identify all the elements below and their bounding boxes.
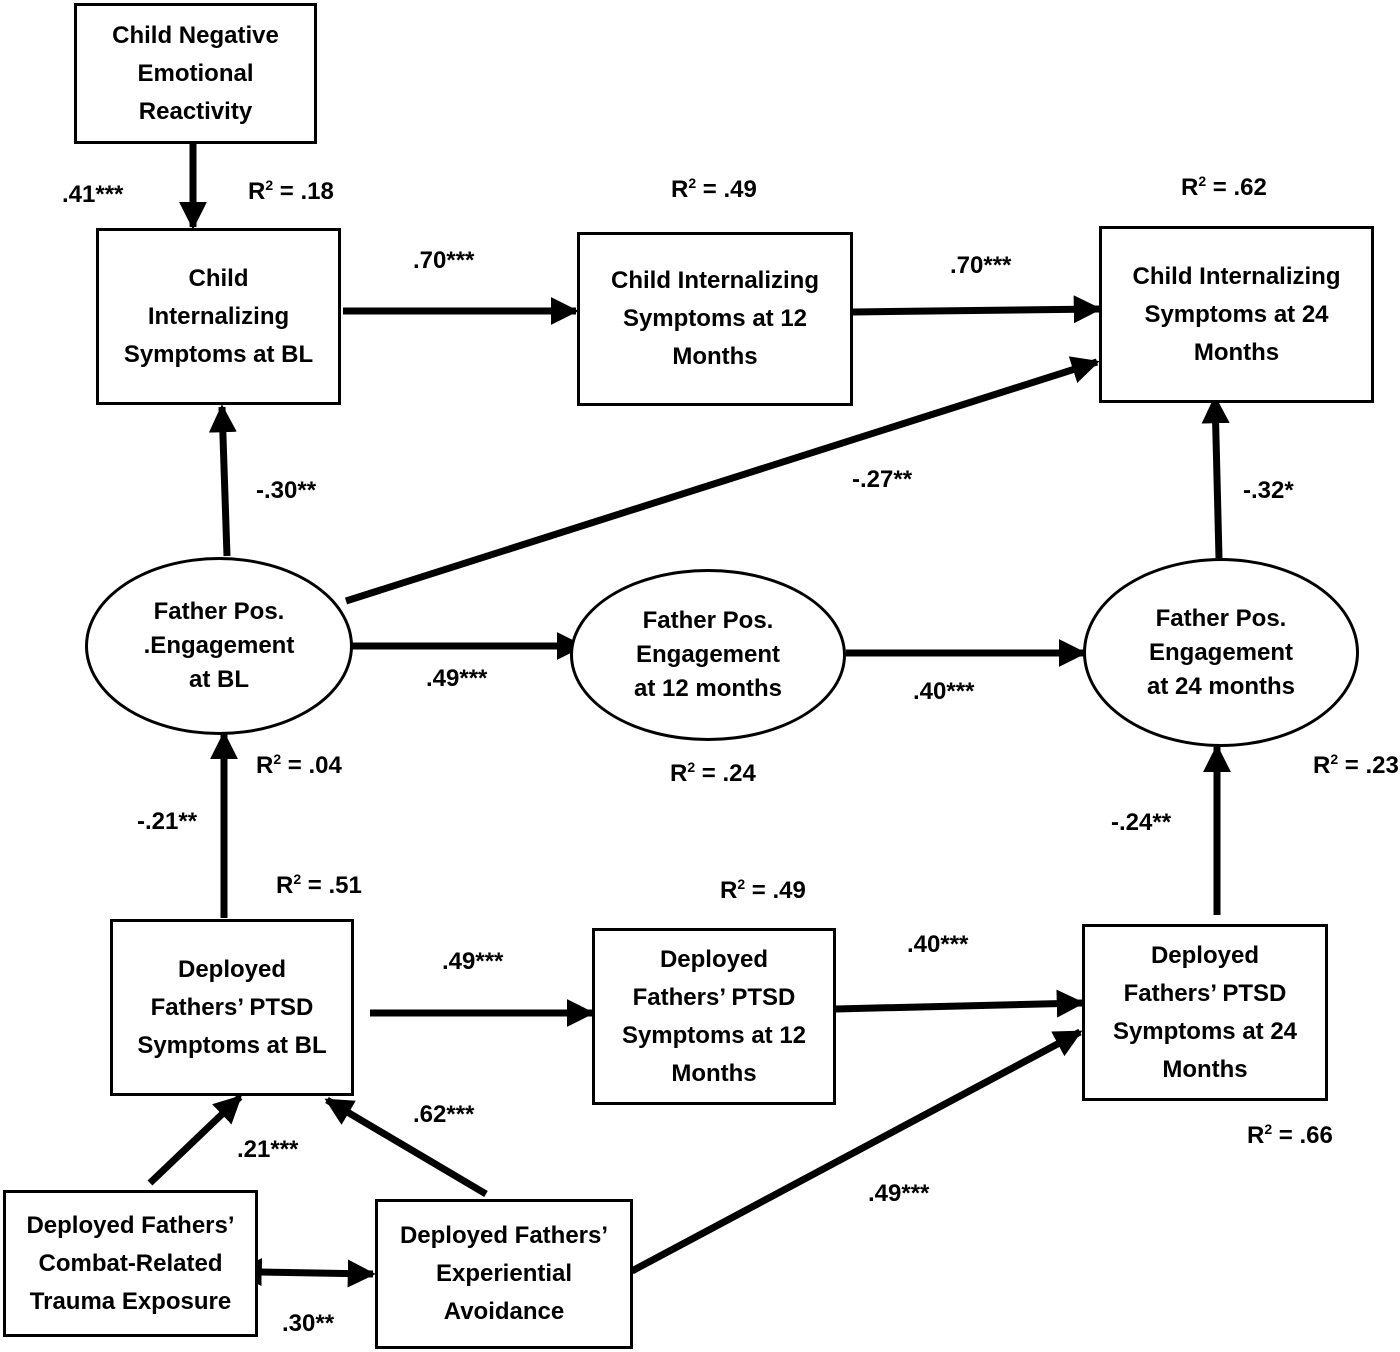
arrow-eng-24-to-child-int-24: [1201, 395, 1230, 559]
coef-avoidance-to-ptsd-bl: .62***: [413, 1101, 475, 1128]
ellipse-father-engagement-bl: Father Pos. .Engagement at BL: [85, 557, 353, 735]
coef-int-12-to-24: .70***: [950, 252, 1012, 279]
r2-child-int-bl: R2 = .18: [248, 177, 334, 205]
arrow-trauma-to-ptsd-bl: [147, 1094, 243, 1186]
coef-ptsd-24-to-eng-24: -.24**: [1111, 809, 1172, 836]
box-child-internalizing-12: Child Internalizing Symptoms at 12 Month…: [577, 232, 853, 406]
coef-trauma-avoidance-cov: .30**: [282, 1310, 335, 1337]
arrow-eng-bl-to-child-int-24: [344, 356, 1100, 605]
coef-avoidance-to-ptsd-24: .49***: [868, 1180, 930, 1207]
box-combat-trauma-exposure: Deployed Fathers’ Combat-Related Trauma …: [3, 1190, 258, 1337]
box-child-negative-emotional-reactivity: Child Negative Emotional Reactivity: [74, 3, 317, 144]
arrow-eng-bl-to-child-int-bl: [208, 404, 237, 557]
r2-eng-24: R2 = .23: [1313, 751, 1399, 779]
arrow-trauma-avoidance-covariance: [233, 1258, 376, 1288]
coef-reactivity-to-int-bl: .41***: [62, 181, 124, 208]
box-child-internalizing-24: Child Internalizing Symptoms at 24 Month…: [1099, 226, 1374, 403]
coef-int-bl-to-12: .70***: [413, 247, 475, 274]
box-ptsd-24: Deployed Fathers’ PTSD Symptoms at 24 Mo…: [1082, 924, 1328, 1101]
r2-child-int-12: R2 = .49: [671, 175, 757, 203]
r2-eng-bl: R2 = .04: [256, 751, 342, 779]
r2-ptsd-24: R2 = .66: [1247, 1121, 1333, 1149]
coef-ptsd-bl-to-eng-bl: -.21**: [137, 808, 198, 835]
box-experiential-avoidance: Deployed Fathers’ Experiential Avoidance: [375, 1199, 633, 1349]
coef-eng-bl-to-12: .49***: [426, 665, 488, 692]
coef-ptsd-12-to-24: .40***: [907, 931, 969, 958]
r2-ptsd-12: R2 = .49: [720, 876, 806, 904]
r2-eng-12: R2 = .24: [670, 759, 756, 787]
r2-child-int-24: R2 = .62: [1181, 173, 1267, 201]
arrow-avoidance-to-ptsd-24: [630, 1028, 1083, 1275]
coef-trauma-to-ptsd-bl: .21***: [237, 1136, 299, 1163]
box-ptsd-bl: Deployed Fathers’ PTSD Symptoms at BL: [110, 919, 354, 1096]
arrow-child-int-12-to-24: [852, 295, 1102, 324]
coef-ptsd-bl-to-12: .49***: [442, 948, 504, 975]
box-ptsd-12: Deployed Fathers’ PTSD Symptoms at 12 Mo…: [592, 928, 836, 1105]
coef-eng-24-to-int-24: -.32*: [1243, 477, 1294, 504]
box-child-internalizing-bl: Child Internalizing Symptoms at BL: [96, 228, 341, 405]
ellipse-father-engagement-12: Father Pos. Engagement at 12 months: [570, 569, 846, 741]
coef-eng-bl-to-int-24: -.27**: [852, 466, 913, 493]
arrow-ptsd-12-to-24: [835, 989, 1085, 1018]
r2-ptsd-bl: R2 = .51: [276, 871, 362, 899]
arrow-avoidance-to-ptsd-bl: [324, 1096, 488, 1198]
ellipse-father-engagement-24: Father Pos. Engagement at 24 months: [1083, 558, 1359, 747]
coef-eng-bl-to-int-bl: -.30**: [256, 477, 317, 504]
coef-eng-12-to-24: .40***: [913, 678, 975, 705]
